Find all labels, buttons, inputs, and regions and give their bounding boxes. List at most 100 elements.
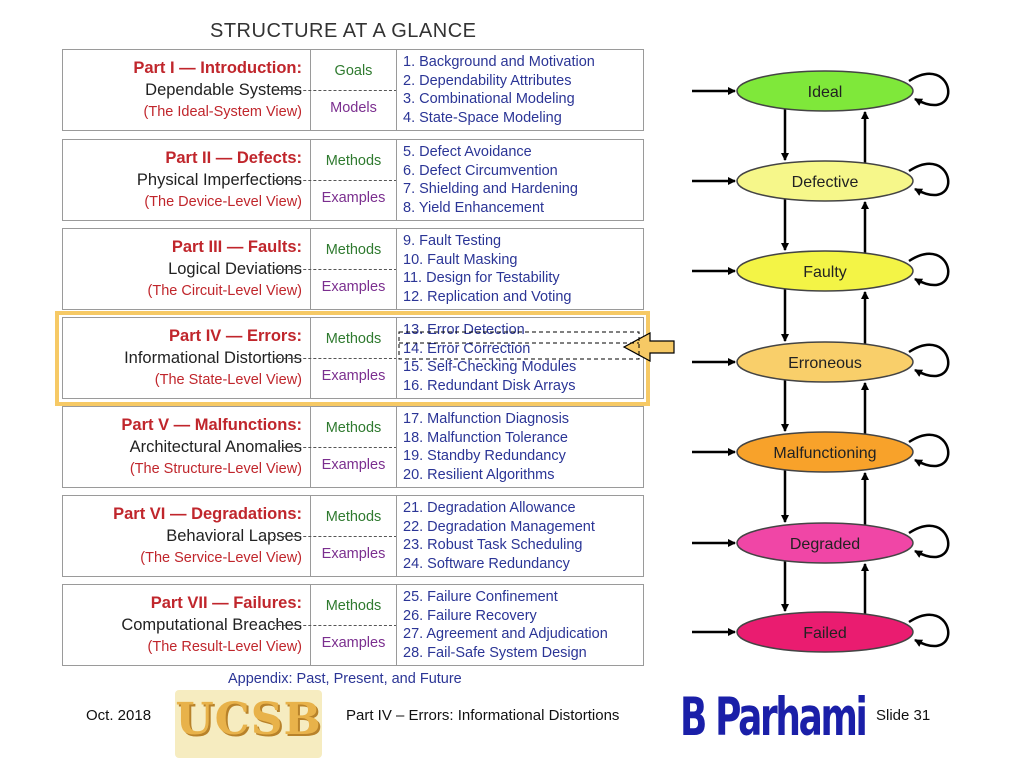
label-top: Methods (325, 509, 382, 525)
ucsb-logo: UCSB (175, 690, 322, 758)
dashed-divider (273, 447, 397, 448)
part-title: Part IV — Errors: (169, 327, 302, 345)
part-title: Part II — Defects: (165, 149, 302, 167)
part-view: (The Circuit-Level View) (147, 283, 302, 299)
chapter-item: 28. Fail-Safe System Design (403, 644, 587, 661)
chapter-item: 26. Failure Recovery (403, 607, 537, 624)
chapter-item: 11. Design for Testability (403, 270, 560, 286)
chapter-item: 25. Failure Confinement (403, 589, 558, 605)
dashed-divider (273, 269, 397, 270)
chapter-item: 24. Software Redundancy (403, 555, 570, 572)
chapter-list: 17. Malfunction Diagnosis 18. Malfunction… (397, 407, 643, 487)
chapter-list: 25. Failure Confinement 26. Failure Recov… (397, 585, 643, 665)
chapter-item: 27. Agreement and Adjudication (403, 626, 608, 642)
part-subtitle: Dependable Systems (145, 81, 302, 99)
label-bottom: Examples (321, 457, 386, 473)
part-subtitle: Physical Imperfections (136, 171, 302, 189)
self-loop-arrow (908, 524, 950, 559)
part-view: (The State-Level View) (154, 372, 302, 388)
state-label: Malfunctioning (773, 445, 876, 462)
part-subtitle: Behavioral Lapses (166, 527, 302, 545)
chapter-item: 23. Robust Task Scheduling (403, 537, 583, 553)
chapter-item: 18. Malfunction Tolerance (403, 429, 568, 446)
slide-title: STRUCTURE AT A GLANCE (210, 20, 477, 42)
dashed-divider (273, 90, 397, 91)
label-top: Methods (325, 242, 382, 258)
chapter-item: 4. State-Space Modeling (403, 109, 562, 126)
part-subtitle: Architectural Anomalies (129, 438, 302, 456)
part-box: Part VII — Failures: Computational Breach… (62, 584, 644, 666)
chapter-item: 19. Standby Redundancy (403, 448, 566, 464)
footer-date: Oct. 2018 (86, 707, 152, 724)
state-label: Defective (792, 174, 859, 191)
part-heading: Part V — Malfunctions:Architectural Anom… (63, 407, 311, 487)
label-bottom: Examples (321, 368, 386, 384)
label-bottom: Examples (321, 635, 386, 651)
chapter-item: 16. Redundant Disk Arrays (403, 377, 576, 394)
chapter-list: 9. Fault Testing 10. Fault Masking 11. Des… (397, 229, 643, 309)
appendix-label: Appendix: Past, Present, and Future (228, 671, 462, 687)
label-bottom: Models (330, 100, 377, 116)
state-node (736, 160, 914, 202)
part-view: (The Structure-Level View) (129, 461, 302, 477)
part-subtitle: Informational Distortions (124, 349, 302, 367)
chapter-item: 12. Replication and Voting (403, 288, 572, 305)
label-top: Methods (325, 420, 382, 436)
part-box: Part V — Malfunctions:Architectural Anom… (62, 406, 644, 488)
part-heading: Part II — Defects: Physical Imperfections… (63, 140, 311, 220)
state-node (736, 611, 914, 653)
state-label: Faulty (803, 264, 847, 281)
self-loop-arrow (908, 613, 950, 648)
part-view: (The Result-Level View) (147, 639, 302, 655)
self-loop-arrow (908, 162, 950, 197)
state-node (736, 70, 914, 112)
slide-number: Slide 31 (876, 707, 931, 724)
part-box: Part II — Defects: Physical Imperfections… (62, 139, 644, 221)
part-heading: Part VI — Degradations:Behavioral Lapses… (63, 496, 311, 576)
part-title: Part I — Introduction: (133, 59, 302, 77)
state-node (736, 341, 914, 383)
chapter-item: 17. Malfunction Diagnosis (403, 411, 570, 427)
chapter-item: 7. Shielding and Hardening (403, 181, 578, 197)
ucsb-logo-text: UCSB (175, 694, 322, 745)
chapter-item: 9. Fault Testing (403, 233, 502, 249)
label-bottom: Examples (321, 546, 386, 562)
chapter-item: 8. Yield Enhancement (403, 199, 545, 216)
part-subtitle: Computational Breaches (121, 616, 302, 634)
part-heading: Part I — Introduction: Dependable Systems… (63, 50, 311, 130)
state-label: Degraded (790, 536, 860, 553)
footer-title: Part IV – Errors: Informational Distorti… (346, 707, 620, 724)
chapter-item: 1. Background and Motivation (403, 54, 595, 70)
label-bottom: Examples (321, 190, 386, 206)
dashed-divider (273, 358, 397, 359)
part-view: (The Ideal-System View) (143, 104, 302, 120)
state-label: Ideal (808, 84, 843, 101)
part-heading: Part III — Faults: Logical Deviations (The… (63, 229, 311, 309)
state-label: Failed (803, 625, 847, 642)
part-title: Part VII — Failures: (150, 594, 302, 612)
part-heading: Part VII — Failures: Computational Breach… (63, 585, 311, 665)
part-box: Part III — Faults: Logical Deviations (The… (62, 228, 644, 310)
part-title: Part III — Faults: (171, 238, 302, 256)
part-view: (The Device-Level View) (144, 194, 302, 210)
part-view: (The Service-Level View) (140, 550, 302, 566)
label-bottom: Examples (321, 279, 386, 295)
chapter-item: 3. Combinational Modeling (403, 91, 575, 107)
label-top: Methods (325, 331, 382, 347)
dashed-divider (273, 536, 397, 537)
part-subtitle: Logical Deviations (168, 260, 302, 278)
chapter-item: 15. Self-Checking Modules (403, 359, 577, 375)
dashed-divider (273, 625, 397, 626)
label-top: Methods (325, 153, 382, 169)
chapter-item: 10. Fault Masking (403, 251, 518, 268)
label-top: Methods (325, 598, 382, 614)
label-top: Goals (334, 63, 373, 79)
